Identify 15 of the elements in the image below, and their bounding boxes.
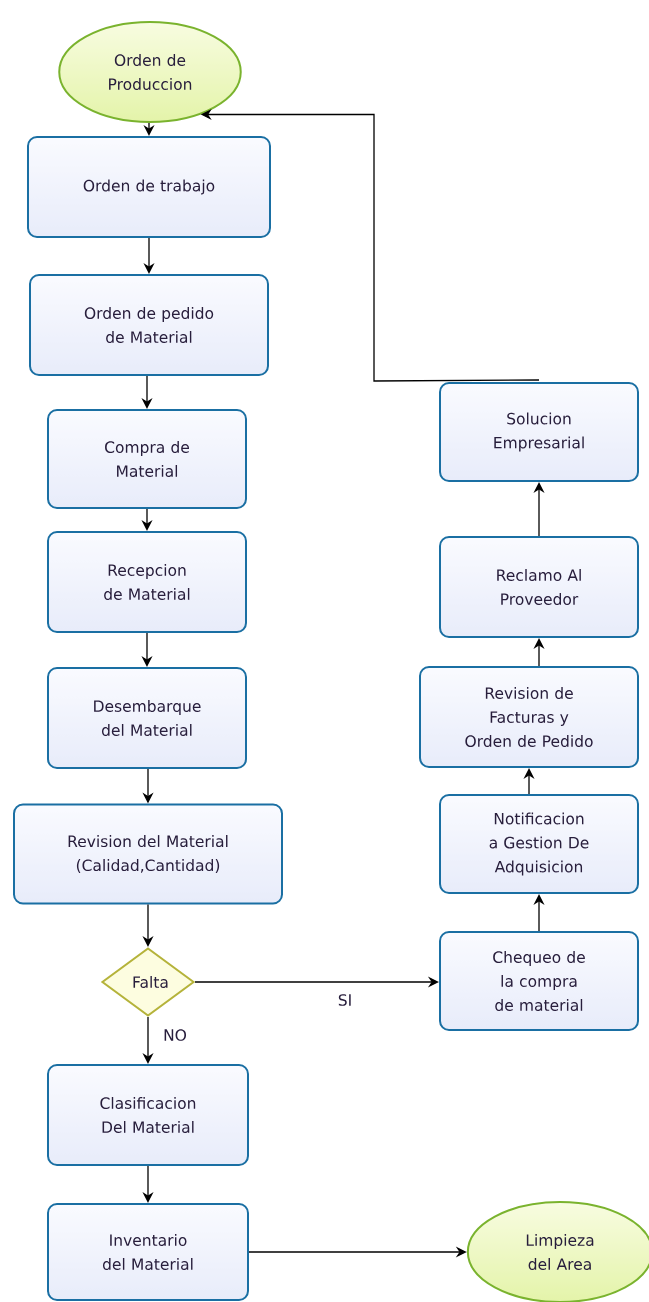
- process-box: Revision del Material (Calidad,Cantidad): [13, 803, 283, 905]
- process-box: Solucion Empresarial: [439, 382, 639, 482]
- process-box: Compra de Material: [47, 409, 247, 509]
- process-box: Revision de Facturas y Orden de Pedido: [419, 666, 639, 768]
- process-box: Orden de pedido de Material: [29, 274, 269, 376]
- process-box: Reclamo Al Proveedor: [439, 536, 639, 638]
- process-box: Desembarque del Material: [47, 667, 247, 769]
- process-box: Orden de trabajo: [27, 136, 271, 238]
- edge-label: NO: [162, 1028, 188, 1042]
- process-box: Notificacion a Gestion De Adquisicion: [439, 794, 639, 894]
- edge-label: SI: [336, 993, 354, 1007]
- process-box: Inventario del Material: [47, 1203, 249, 1301]
- process-box: Clasificacion Del Material: [47, 1064, 249, 1166]
- process-box: Recepcion de Material: [47, 531, 247, 633]
- process-box: Chequeo de la compra de material: [439, 931, 639, 1031]
